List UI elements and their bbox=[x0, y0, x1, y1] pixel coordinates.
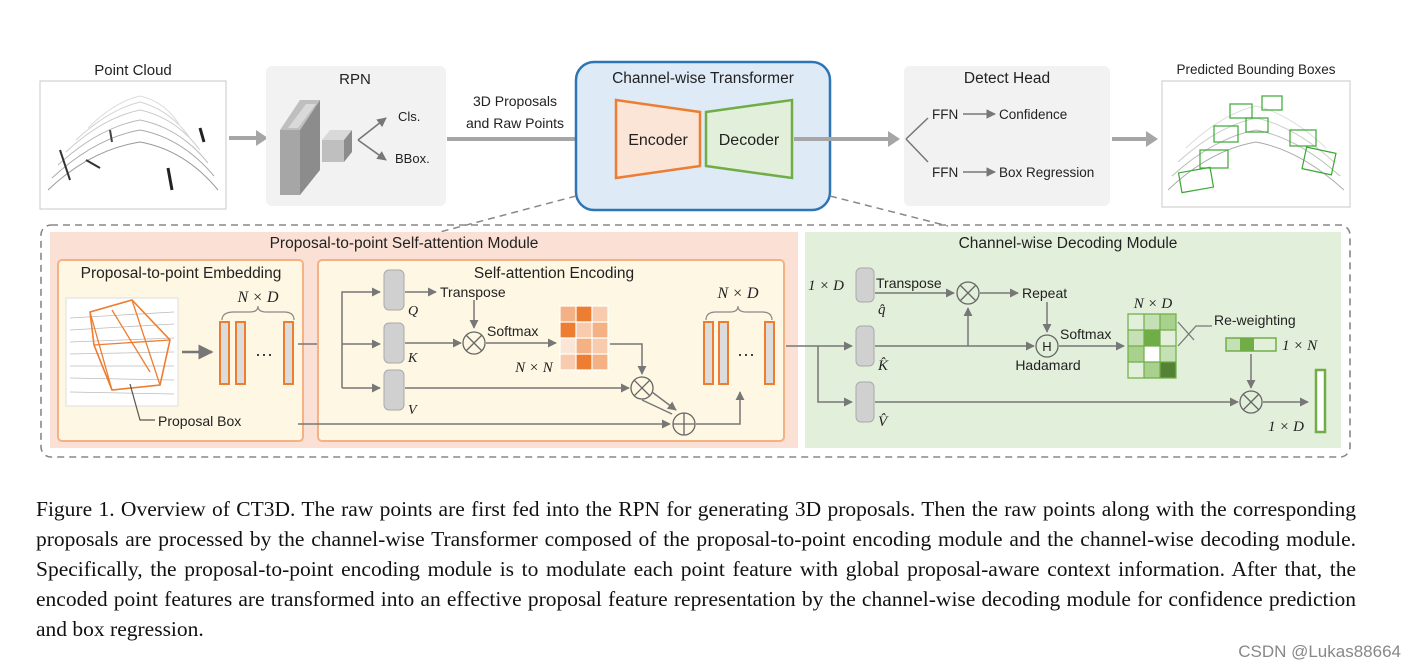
q-block bbox=[383, 269, 405, 311]
arrow-to-bbox bbox=[357, 139, 387, 161]
dec-matmul-q-icon bbox=[956, 281, 980, 305]
dec-output-dim-label: 1 × D bbox=[1268, 419, 1304, 435]
arrow-to-cls bbox=[357, 117, 387, 141]
arrow-transformer-to-detect bbox=[794, 131, 900, 147]
encoding-module-title: Proposal-to-point Self-attention Module bbox=[270, 235, 539, 252]
detect-head-label: Detect Head bbox=[964, 70, 1050, 87]
bbox-label: BBox. bbox=[395, 151, 430, 166]
zoom-line-right bbox=[829, 195, 949, 227]
embedding-ellipsis: ··· bbox=[255, 344, 273, 364]
dec-matmul-v-icon bbox=[1239, 390, 1263, 414]
embedding-token-2 bbox=[235, 321, 246, 385]
attention-matrix bbox=[559, 305, 609, 371]
ffn-top-label: FFN bbox=[932, 107, 958, 122]
k-block bbox=[383, 322, 405, 364]
embedding-token-n bbox=[283, 321, 294, 385]
reweighting-vector bbox=[1225, 337, 1277, 352]
decoder-trapezoid bbox=[704, 98, 794, 180]
ffn-bottom-label: FFN bbox=[932, 165, 958, 180]
k-label: K bbox=[407, 351, 418, 366]
arrow-rpn-to-transformer bbox=[447, 131, 612, 147]
enc-matmul-v-icon bbox=[630, 376, 654, 400]
self-attention-panel bbox=[317, 259, 785, 442]
enc-matmul-qk-icon bbox=[462, 331, 486, 355]
rpn-cnn-icon bbox=[280, 100, 352, 195]
hadamard-icon bbox=[1035, 334, 1059, 358]
arrow-detect-to-predicted bbox=[1112, 131, 1158, 147]
enc-output-dim-label: N × D bbox=[716, 285, 758, 302]
proposals-label-line2: and Raw Points bbox=[466, 115, 564, 131]
encoder-trapezoid bbox=[614, 98, 702, 180]
q-hat-label: q̂ bbox=[878, 302, 886, 318]
weight-dim-label: 1 × N bbox=[1282, 338, 1318, 354]
q-label: Q bbox=[408, 304, 418, 319]
enc-softmax-label: Softmax bbox=[487, 323, 538, 339]
proposal-point-image bbox=[65, 297, 179, 407]
attention-dim-label: N × N bbox=[514, 360, 554, 376]
box-regression-label: Box Regression bbox=[999, 165, 1094, 180]
output-token-2 bbox=[718, 321, 729, 385]
proposals-label-line1: 3D Proposals bbox=[473, 93, 557, 109]
embedding-brace bbox=[221, 305, 295, 321]
dec-softmax-label: Softmax bbox=[1060, 326, 1111, 342]
dec-transpose-label: Transpose bbox=[876, 275, 942, 291]
figure-caption: Figure 1. Overview of CT3D. The raw poin… bbox=[36, 497, 1356, 641]
output-ellipsis: ··· bbox=[737, 344, 755, 364]
decoder-label: Decoder bbox=[719, 132, 780, 149]
dec-matrix-dim-label: N × D bbox=[1133, 296, 1173, 312]
embedding-dim-label: N × D bbox=[236, 289, 278, 306]
output-brace bbox=[705, 305, 773, 321]
confidence-label: Confidence bbox=[999, 107, 1067, 122]
encoder-label: Encoder bbox=[628, 132, 688, 149]
predicted-boxes-image bbox=[1161, 80, 1351, 208]
v-hat-block bbox=[855, 381, 875, 423]
reweighting-label: Re-weighting bbox=[1214, 312, 1296, 328]
predicted-boxes-label: Predicted Bounding Boxes bbox=[1176, 62, 1335, 77]
v-label: V bbox=[408, 403, 418, 418]
v-hat-label: V̂ bbox=[878, 414, 889, 430]
watermark: CSDN @Lukas88664 bbox=[1238, 642, 1401, 661]
rpn-label: RPN bbox=[339, 71, 371, 88]
repeat-label: Repeat bbox=[1022, 285, 1067, 301]
proposal-box-label: Proposal Box bbox=[158, 413, 241, 429]
self-attention-title: Self-attention Encoding bbox=[474, 265, 634, 282]
decoding-module-title: Channel-wise Decoding Module bbox=[959, 235, 1178, 252]
proposal-box-pointer bbox=[129, 383, 155, 421]
decoded-feature-vector bbox=[1314, 368, 1327, 434]
embedding-token-1 bbox=[219, 321, 230, 385]
transformer-label: Channel-wise Transformer bbox=[612, 70, 794, 87]
arrow-pc-to-rpn bbox=[229, 130, 268, 146]
ct3d-overview-diagram: Point Cloud RPN Cls. BBox. 3D Proposals … bbox=[39, 60, 1351, 458]
cls-label: Cls. bbox=[398, 109, 420, 124]
detect-head-box bbox=[904, 66, 1110, 206]
point-cloud-label: Point Cloud bbox=[94, 62, 172, 79]
embedding-title: Proposal-to-point Embedding bbox=[81, 265, 282, 282]
output-token-n bbox=[764, 321, 775, 385]
zoom-line-left bbox=[439, 195, 577, 233]
output-token-1 bbox=[703, 321, 714, 385]
enc-transpose-label: Transpose bbox=[440, 284, 506, 300]
q-hat-block bbox=[855, 267, 875, 303]
k-hat-label: K̂ bbox=[877, 358, 889, 374]
hadamard-label: Hadamard bbox=[1015, 357, 1080, 373]
point-cloud-image bbox=[39, 80, 227, 210]
k-hat-block bbox=[855, 325, 875, 367]
channel-weight-matrix bbox=[1127, 313, 1177, 379]
v-block bbox=[383, 369, 405, 411]
hadamard-symbol: H bbox=[1042, 339, 1051, 354]
detail-dashed-frame bbox=[40, 224, 1351, 458]
dec-q-dim-label: 1 × D bbox=[808, 278, 844, 294]
